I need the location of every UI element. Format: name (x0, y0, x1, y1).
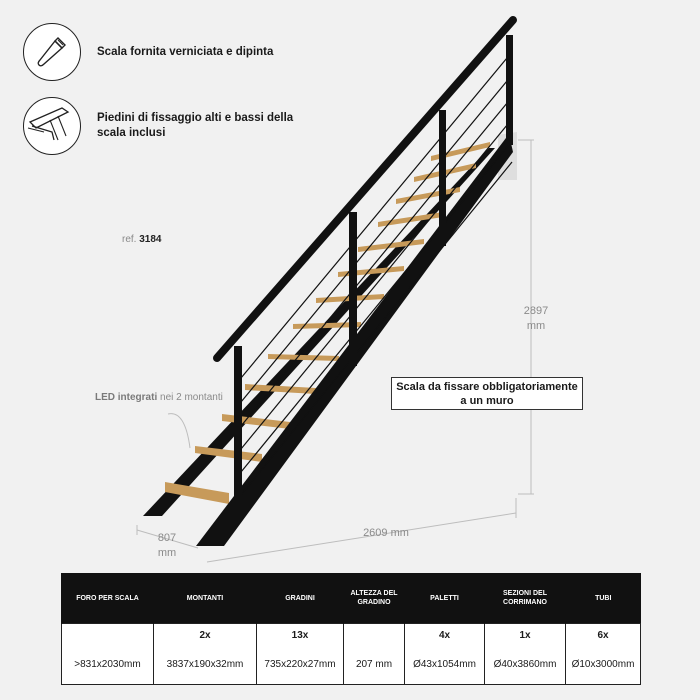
dimension-lines (136, 139, 534, 563)
header-montanti: MONTANTI (153, 573, 257, 624)
feature-feet: Piedini di fissaggio alti e bassi della … (23, 97, 297, 155)
paintbrush-icon (23, 23, 81, 81)
cell-altezza: 207 mm (343, 623, 405, 685)
header-gradini: GRADINI (256, 573, 344, 624)
handrail-wires (240, 51, 513, 496)
wall-fixing-note: Scala da fissare obbligatoriamente a un … (391, 377, 583, 410)
handrail (213, 16, 517, 362)
specs-header-row: FORO PER SCALA MONTANTI GRADINI ALTEZZA … (61, 573, 641, 624)
feature-painted-text: Scala fornita verniciata e dipinta (97, 45, 274, 58)
feature-painted: Scala fornita verniciata e dipinta (23, 23, 297, 81)
width-dimension: 807 mm (157, 532, 177, 559)
specs-table: FORO PER SCALA MONTANTI GRADINI ALTEZZA … (61, 573, 641, 685)
led-note: LED integrati nei 2 montanti (95, 392, 223, 403)
header-tubi: TUBI (565, 573, 641, 624)
length-dimension: 2609 mm (363, 527, 409, 539)
staircase-foot-icon (23, 97, 81, 155)
feature-feet-text: Piedini di fissaggio alti e bassi della … (97, 112, 294, 139)
header-foro: FORO PER SCALA (61, 573, 154, 624)
header-altezza: ALTEZZA DEL GRADINO (343, 573, 405, 624)
handrail-posts (234, 35, 513, 511)
header-corrimano: SEZIONI DEL CORRIMANO (484, 573, 566, 624)
reference-number: ref. 3184 (122, 234, 162, 245)
cell-foro: >831x2030mm (61, 623, 154, 685)
header-paletti: PALETTI (404, 573, 485, 624)
height-dimension: 2897 mm (523, 305, 549, 332)
